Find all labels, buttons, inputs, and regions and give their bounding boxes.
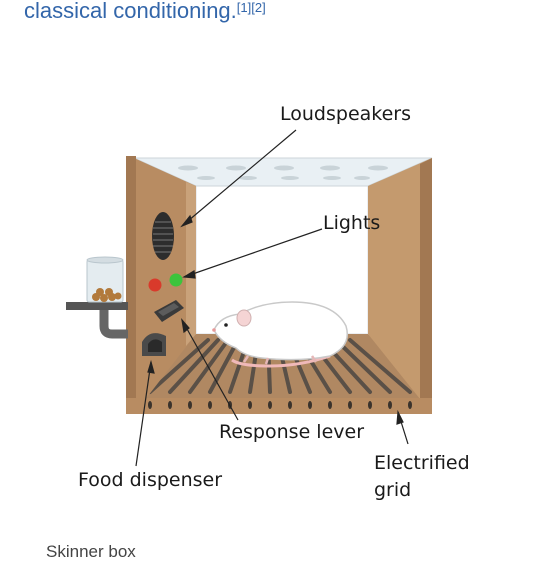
food-jar-rim (86, 256, 124, 264)
article-text-fragment: classical conditioning.[1][2] (24, 0, 266, 24)
right-wall-edge (420, 158, 432, 414)
red-light-icon (148, 278, 162, 292)
label-electrified-grid-line1: Electrified (374, 452, 470, 474)
citation-2[interactable]: [2] (251, 0, 266, 15)
loudspeaker-icon (152, 212, 174, 260)
label-lights: Lights (323, 212, 380, 234)
food-dispenser-opening (148, 339, 162, 352)
food-pellets (92, 288, 122, 302)
citation-1[interactable]: [1] (236, 0, 252, 15)
rat-legs (242, 355, 318, 365)
label-electrified-grid-line2: grid (374, 479, 411, 501)
green-light-icon (169, 273, 183, 287)
rat-ear (236, 309, 252, 327)
rat-nose (212, 328, 216, 332)
label-response-lever: Response lever (219, 421, 364, 443)
callout-lines (135, 129, 409, 467)
food-tray (66, 302, 128, 310)
figure-caption: Skinner box (46, 542, 136, 561)
article-link-classical-conditioning[interactable]: classical conditioning. (24, 0, 237, 23)
left-wall-edge (126, 156, 136, 414)
loudspeaker-grille (153, 221, 173, 253)
rat-eye (224, 323, 228, 327)
rat-illustration (212, 301, 348, 368)
rat-tail (231, 354, 331, 368)
label-food-dispenser: Food dispenser (78, 469, 222, 491)
response-lever-top (158, 303, 179, 316)
right-wall (368, 158, 432, 414)
ceiling-holes (178, 165, 388, 180)
food-tube (99, 310, 128, 339)
front-base-board (126, 398, 432, 414)
left-wall-inner-face (186, 182, 196, 346)
label-loudspeakers: Loudspeakers (280, 103, 411, 125)
